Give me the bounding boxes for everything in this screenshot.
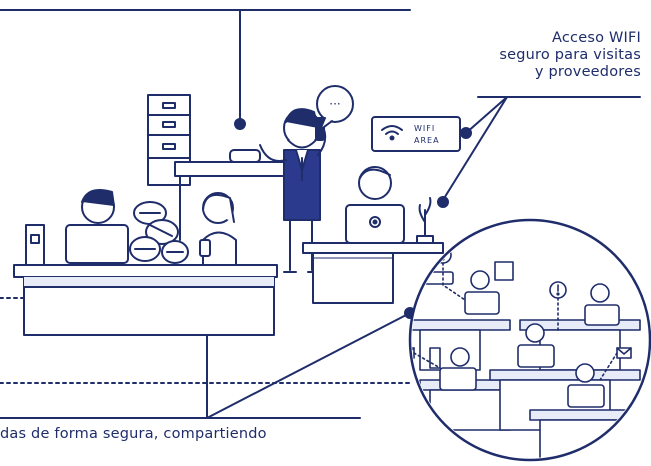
- bottom-caption: das de forma segura, compartiendo: [0, 426, 267, 442]
- wifi-area-sign: [371, 116, 461, 152]
- network-zoom-circle: [408, 218, 651, 462]
- front-desk: [13, 264, 278, 336]
- standing-businessman: [259, 108, 327, 273]
- back-desk: [174, 149, 286, 241]
- speech-bubble: [316, 85, 354, 131]
- wifi-sign-line2: AREA: [414, 136, 440, 145]
- wifi-callout-line2: seguro para visitas: [499, 47, 641, 63]
- right-desk: [302, 242, 444, 304]
- network-dotted-lines: [0, 297, 411, 384]
- wifi-callout-line: [437, 96, 641, 208]
- wifi-callout-line3: y proveedores: [534, 64, 641, 80]
- right-worker: [345, 166, 434, 247]
- wifi-callout-line1: Acceso WIFI: [552, 30, 641, 46]
- top-callout-line: [0, 9, 411, 130]
- wifi-callout-label: Acceso WIFI seguro para visitas y provee…: [421, 30, 641, 81]
- cable-tangle: [129, 201, 189, 264]
- wifi-sign-line1: WIFI: [414, 124, 435, 133]
- speech-bubble-dots: ···: [329, 97, 340, 111]
- woman-worker: [199, 192, 237, 266]
- left-worker: [25, 189, 129, 266]
